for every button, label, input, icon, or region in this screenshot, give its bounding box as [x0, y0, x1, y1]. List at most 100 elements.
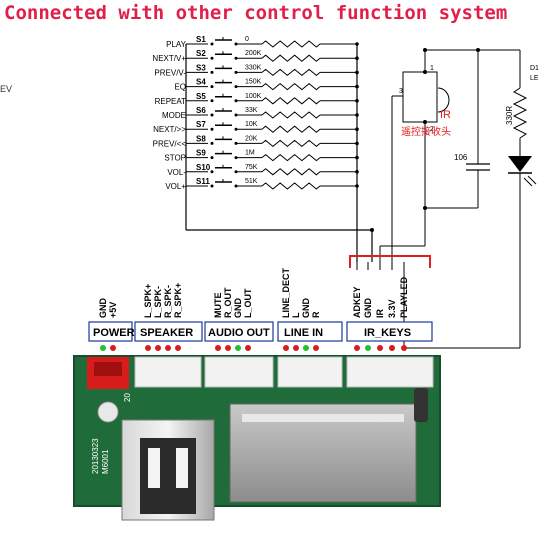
switch-label: PREV/V- — [154, 68, 186, 77]
resistor — [261, 153, 321, 162]
switch-label: EQ — [174, 83, 186, 92]
pin-label: ADKEY — [352, 286, 362, 318]
switch-label: VOL+ — [165, 182, 186, 191]
switch-row: NEXT/V+ S2 200K — [152, 49, 359, 63]
ir-chinese-label: 遥控接收头 — [401, 125, 451, 138]
resistor — [261, 97, 321, 105]
switch-ref: S3 — [196, 63, 206, 72]
pin-label: R_SPK+ — [173, 283, 183, 318]
resistor — [261, 182, 321, 190]
resistor-value: 150K — [245, 79, 262, 86]
resistor-value: 20K — [245, 135, 258, 142]
pin-dot — [225, 345, 231, 351]
switch-row: PREV/<< S8 20K — [153, 134, 359, 148]
pin-dot — [145, 345, 151, 351]
resistor — [261, 82, 321, 91]
ir-pin-2: 2 — [430, 126, 434, 133]
group-speaker: SPEAKER — [140, 327, 193, 339]
led-ref: D1 — [530, 65, 539, 72]
pin-dot — [155, 345, 161, 351]
group-labels: POWER SPEAKER AUDIO OUT LINE IN IR_KEYS — [88, 321, 433, 342]
board-text-2: M6001 — [101, 449, 110, 474]
pin-label: R_SPK- — [163, 285, 173, 318]
pin-dot — [365, 345, 371, 351]
pin-label: L — [291, 312, 301, 318]
pin-label: PLAYLED — [399, 276, 409, 318]
switch-ref: S9 — [196, 149, 206, 158]
group-audio-out: AUDIO OUT — [208, 327, 270, 339]
switch-ref: S7 — [196, 120, 206, 129]
resistor-value: 51K — [245, 178, 258, 185]
ir-pin-1: 1 — [430, 65, 434, 72]
switch-ref: S6 — [196, 106, 206, 115]
resistor-value: 200K — [245, 50, 262, 57]
pin-dot — [235, 345, 241, 351]
switch-label: STOP — [164, 154, 186, 163]
switch-label: MODE — [162, 111, 186, 120]
pin-dot — [165, 345, 171, 351]
line-in-connector — [277, 356, 343, 388]
led-resistor: D1 LE 330R — [505, 65, 539, 156]
capacitor-component — [97, 401, 119, 423]
board-text: 20130323 — [91, 438, 100, 474]
switch-row: PREV/V- S3 330K — [154, 63, 359, 77]
switch-label: PLAY — [166, 40, 187, 49]
led-diode — [508, 156, 537, 348]
group-ir-keys: IR_KEYS — [364, 327, 411, 339]
speaker-connector — [134, 356, 202, 388]
capacitor: 106 — [454, 148, 490, 208]
switch-label: NEXT/V+ — [152, 54, 186, 63]
pin-dot — [245, 345, 251, 351]
switch-ref: S5 — [196, 92, 206, 101]
pin-label: GND — [363, 298, 373, 319]
switch-ref: S11 — [196, 177, 210, 186]
pin-dot — [110, 345, 116, 351]
led-resistor-value: 330R — [505, 106, 514, 125]
pin-label: +5V — [108, 302, 118, 318]
ir-keys-bracket — [349, 255, 431, 268]
pcb-board: 20130323 M6001 20 — [73, 355, 441, 521]
pin-dot — [389, 345, 395, 351]
switch-row: EQ S4 150K — [174, 78, 359, 92]
pin-label: LINE_DECT — [281, 267, 291, 318]
pin-label: GND — [98, 298, 108, 319]
led-ref2: LE — [530, 75, 539, 82]
switch-label: NEXT/>> — [153, 125, 186, 134]
pin-dot — [303, 345, 309, 351]
resistor-value: 330K — [245, 64, 262, 71]
switch-ref: S2 — [196, 49, 206, 58]
pin-dots — [100, 262, 407, 351]
pin-dot — [283, 345, 289, 351]
pin-label: IR — [375, 308, 385, 318]
pin-dot — [354, 345, 360, 351]
pin-label: L_OUT — [243, 288, 253, 318]
switch-label: REPEAT — [155, 97, 187, 106]
pin-dot — [401, 345, 407, 351]
switch-ref: S10 — [196, 163, 211, 172]
resistor-value: 33K — [245, 107, 258, 114]
switch-row: MODE S6 33K — [162, 106, 359, 120]
resistor — [261, 111, 321, 119]
resistor-value: 75K — [245, 164, 258, 171]
resistor-value: 100K — [245, 93, 262, 100]
pin-dot — [100, 345, 106, 351]
pin-label: MUTE — [213, 293, 223, 319]
pin-label: GND — [233, 298, 243, 319]
resistor — [261, 125, 321, 133]
resistor-value: 1M — [245, 150, 255, 157]
pin-label: R — [311, 311, 321, 318]
switch-ref: S8 — [196, 134, 206, 143]
switch-label: PREV/<< — [153, 139, 187, 148]
pin-label: L_SPK- — [153, 286, 163, 318]
switch-ref: S4 — [196, 78, 206, 87]
pin-dot — [175, 345, 181, 351]
pin-label: L_SPK+ — [143, 284, 153, 318]
group-power: POWER — [93, 327, 135, 339]
pin-label: R_OUT — [223, 287, 233, 318]
board-num: 20 — [123, 393, 132, 402]
